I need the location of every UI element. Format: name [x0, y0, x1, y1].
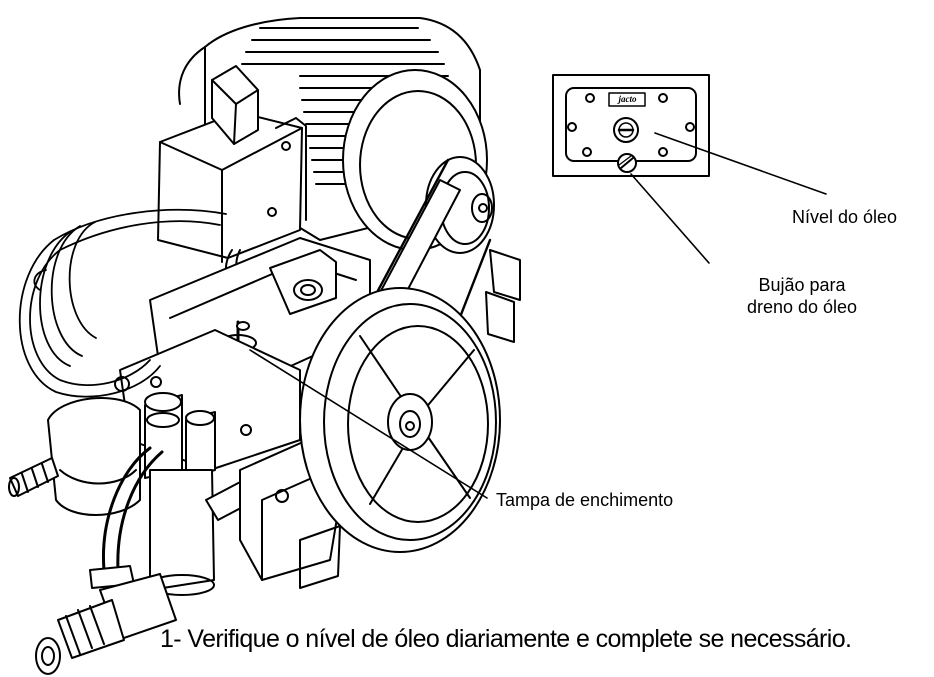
bolt-hole: [585, 93, 595, 103]
drain-plug-label: Bujão para dreno do óleo: [712, 274, 892, 318]
oil-level-sight-glass-icon: [613, 117, 639, 143]
bolt-hole: [658, 147, 668, 157]
inset-logo-badge: [608, 92, 646, 107]
belt-and-pulley: [299, 158, 521, 553]
inset-frame: [552, 74, 710, 177]
bolt-hole: [658, 93, 668, 103]
oil-level-leader: [654, 132, 827, 195]
drain-plug-label-line1: Bujão para: [758, 275, 846, 295]
drain-plug-leader: [630, 173, 710, 264]
instruction-text: 1- Verifique o nível de óleo diariamente…: [160, 625, 852, 653]
fill-cap-leader: [249, 349, 488, 499]
bolt-hole: [685, 122, 695, 132]
drain-plug-label-line2: dreno do óleo: [746, 297, 858, 317]
oil-level-label: Nível do óleo: [792, 207, 898, 227]
bolt-hole: [582, 147, 592, 157]
inset-logo-text: jacto: [618, 94, 637, 104]
fill-cap-label: Tampa de enchimento: [496, 490, 674, 510]
pump-body: [8, 208, 371, 675]
bolt-hole: [567, 122, 577, 132]
oil-level-inset: [552, 74, 710, 177]
